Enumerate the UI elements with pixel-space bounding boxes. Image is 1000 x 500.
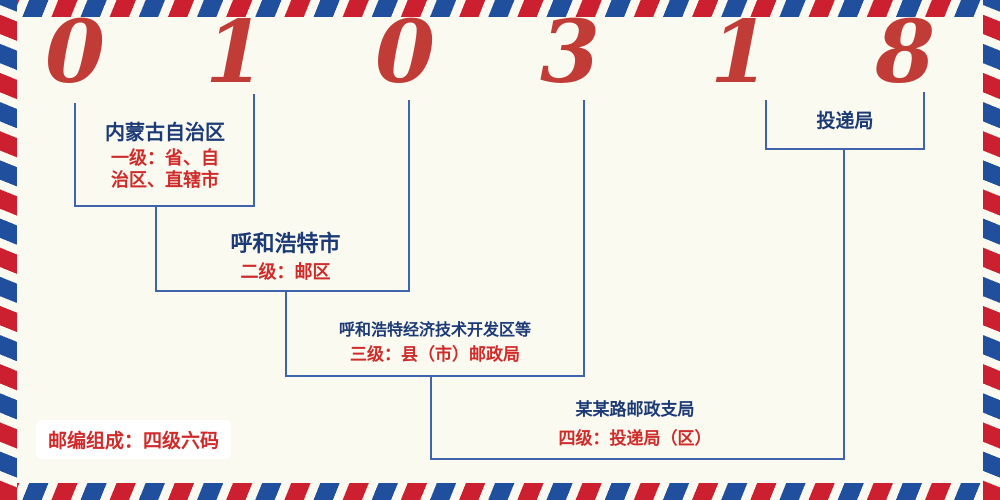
- postal-digit-4: 3: [540, 2, 600, 103]
- postal-code-composition-note: 邮编组成：四级六码: [36, 420, 232, 459]
- connector-line: [285, 375, 585, 377]
- level2-description: 二级：邮区: [240, 262, 331, 282]
- airmail-border-bottom: [0, 483, 1000, 500]
- level3-description: 三级：县（市）邮政局: [350, 345, 520, 364]
- delivery-bureau-label: 投递局: [816, 111, 874, 132]
- connector-line: [285, 292, 287, 375]
- connector-line: [408, 100, 410, 290]
- level1-region-name: 内蒙古自治区: [105, 122, 225, 144]
- airmail-border-top: [0, 0, 1000, 17]
- connector-line: [583, 100, 585, 375]
- level4-branch-name: 某某路邮政支局: [575, 400, 695, 419]
- postal-digit-2: 1: [205, 2, 265, 103]
- connector-line: [765, 100, 767, 148]
- level4-description: 四级：投递局（区）: [558, 429, 712, 448]
- postal-digit-6: 8: [875, 2, 935, 103]
- connector-line: [765, 148, 925, 150]
- connector-line: [923, 92, 925, 148]
- connector-line: [430, 458, 845, 460]
- connector-line: [843, 150, 845, 458]
- level1-description-line2: 治区、直辖市: [111, 170, 219, 190]
- airmail-border-left: [0, 0, 17, 500]
- level2-city-name: 呼和浩特市: [230, 231, 341, 256]
- connector-line: [155, 207, 157, 290]
- postal-digit-3: 0: [375, 2, 435, 103]
- connector-line: [253, 94, 255, 205]
- connector-line: [74, 103, 76, 205]
- postal-digit-1: 0: [45, 2, 105, 103]
- level1-description-line1: 一级：省、自: [111, 148, 219, 168]
- connector-line: [155, 290, 410, 292]
- postal-digit-5: 1: [710, 2, 770, 103]
- airmail-border-right: [983, 0, 1000, 500]
- level3-district-name: 呼和浩特经济技术开发区等: [338, 322, 531, 339]
- connector-line: [74, 205, 255, 207]
- connector-line: [430, 377, 432, 458]
